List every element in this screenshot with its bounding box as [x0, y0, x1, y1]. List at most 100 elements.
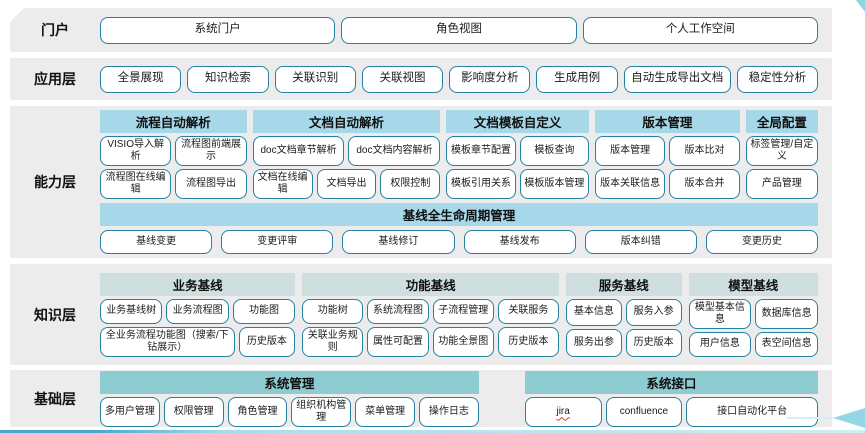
module-button[interactable]: 权限控制 [380, 169, 441, 199]
module-button[interactable]: 角色视图 [341, 16, 577, 44]
module-button[interactable]: 模型基本信息 [688, 298, 752, 329]
knowledge-groups: 业务基线业务基线树业务流程图功能图全业务流程功能图（搜索/下钻展示）历史版本功能… [100, 272, 818, 357]
module-button[interactable]: 基线变更 [100, 230, 213, 254]
layer-label-application: 应用层 [34, 71, 76, 87]
application-items: 全景展现知识检索关联识别关联视图影响度分析生成用例自动生成导出文档稳定性分析 [100, 61, 832, 98]
module-button[interactable]: 流程图导出 [175, 169, 247, 199]
module-button[interactable]: 菜单管理 [355, 396, 415, 427]
module-button[interactable]: 关联业务规则 [302, 326, 364, 357]
corner-cut-decoration [0, 6, 26, 32]
group-row: 流程图在线编辑流程图导出 [100, 169, 247, 199]
layer-label-capability: 能力层 [34, 174, 76, 190]
module-button[interactable]: 产品管理 [745, 169, 818, 199]
module-button[interactable]: 知识检索 [187, 65, 269, 93]
module-group: 服务基线基本信息服务入参服务出参历史版本 [566, 272, 682, 357]
group-row: 产品管理 [745, 169, 818, 199]
group-header: 功能基线 [302, 272, 560, 296]
module-button[interactable]: 关联视图 [361, 65, 444, 93]
module-button[interactable]: 模板版本管理 [519, 169, 590, 199]
module-button[interactable]: 全业务流程功能图（搜索/下钻展示） [100, 326, 235, 357]
group-row: 版本关联信息版本合并 [595, 169, 740, 199]
module-button[interactable]: 组织机构管理 [291, 396, 352, 427]
group-row: 模型基本信息数据库信息 [688, 298, 818, 329]
module-button[interactable]: 版本管理 [595, 136, 666, 166]
module-button[interactable]: 功能图 [232, 298, 296, 324]
module-button[interactable]: 角色管理 [227, 396, 288, 427]
module-button[interactable]: 模板查询 [519, 136, 590, 166]
module-button[interactable]: 服务入参 [625, 298, 682, 326]
group-header: 业务基线 [100, 272, 296, 296]
arrow-line-decoration [787, 417, 833, 419]
module-button[interactable]: 操作日志 [418, 396, 479, 427]
module-button[interactable]: doc文档章节解析 [252, 136, 345, 166]
module-button[interactable]: 流程图在线编辑 [100, 169, 172, 199]
module-button[interactable]: 稳定性分析 [736, 65, 819, 93]
module-button[interactable]: VISIO导入解析 [100, 136, 172, 166]
module-button[interactable]: 流程图前端展示 [175, 136, 247, 166]
group-header: 模型基线 [688, 272, 818, 296]
module-button[interactable]: 功能全景图 [432, 326, 494, 357]
module-button[interactable]: 历史版本 [625, 329, 682, 357]
module-button[interactable]: 版本纠错 [584, 230, 697, 254]
top-right-accent-icon [856, 0, 865, 12]
module-button[interactable]: 文档导出 [316, 169, 377, 199]
module-button[interactable]: 用户信息 [688, 331, 752, 357]
module-button[interactable]: 基线发布 [463, 230, 576, 254]
module-button[interactable]: 文档在线编辑 [252, 169, 313, 199]
module-button[interactable]: doc文档内容解析 [348, 136, 441, 166]
module-button[interactable]: 标签管理/自定义 [745, 136, 818, 166]
module-button[interactable]: 子流程管理 [432, 298, 494, 324]
module-button[interactable]: 基线修订 [342, 230, 455, 254]
group-row: 关联业务规则属性可配置功能全景图历史版本 [302, 326, 560, 357]
module-group: 模型基线模型基本信息数据库信息用户信息表空间信息 [688, 272, 818, 357]
band-application: 应用层 全景展现知识检索关联识别关联视图影响度分析生成用例自动生成导出文档稳定性… [10, 58, 832, 100]
module-button[interactable]: 版本关联信息 [595, 169, 666, 199]
bottom-accent-bar [0, 430, 865, 433]
module-button[interactable]: 历史版本 [238, 326, 296, 357]
module-button[interactable]: confluence [605, 396, 683, 427]
module-button[interactable]: 全景展现 [100, 65, 182, 93]
module-group: 版本管理版本管理版本比对版本关联信息版本合并 [595, 110, 740, 199]
module-button[interactable]: 多用户管理 [100, 396, 160, 427]
module-button[interactable]: 数据库信息 [755, 298, 818, 329]
module-button[interactable]: 个人工作空间 [582, 16, 818, 44]
module-button[interactable]: 模板章节配置 [446, 136, 516, 166]
module-button[interactable]: 权限管理 [163, 396, 224, 427]
module-button[interactable]: 版本比对 [669, 136, 740, 166]
module-button[interactable]: 关联识别 [274, 65, 356, 93]
group-row: 版本管理版本比对 [595, 136, 740, 166]
module-button[interactable]: 业务基线树 [100, 298, 163, 324]
module-button[interactable]: 基本信息 [566, 298, 622, 326]
group-header: 系统接口 [524, 370, 818, 394]
module-button[interactable]: jira [524, 396, 602, 427]
module-button[interactable]: 属性可配置 [367, 326, 429, 357]
module-button[interactable]: 关联服务 [497, 298, 560, 324]
layer-label-portal: 门户 [41, 22, 69, 38]
left-arrow-icon [833, 408, 865, 428]
module-button[interactable]: 业务流程图 [166, 298, 229, 324]
module-button[interactable]: 接口自动化平台 [686, 396, 818, 427]
module-button[interactable]: 系统流程图 [367, 298, 429, 324]
module-group: 业务基线业务基线树业务流程图功能图全业务流程功能图（搜索/下钻展示）历史版本 [100, 272, 296, 357]
module-button[interactable]: 版本合并 [669, 169, 740, 199]
module-button[interactable]: 生成用例 [536, 65, 618, 93]
module-button[interactable]: 功能树 [302, 298, 364, 324]
module-button[interactable]: 自动生成导出文档 [623, 65, 731, 93]
module-button[interactable]: 模板引用关系 [446, 169, 516, 199]
module-button[interactable]: 表空间信息 [755, 331, 818, 357]
group-row: 模板章节配置模板查询 [446, 136, 590, 166]
module-button[interactable]: 变更历史 [705, 230, 819, 254]
group-header: 文档模板自定义 [446, 110, 589, 133]
module-button[interactable]: 变更评审 [221, 230, 334, 254]
module-button[interactable]: 服务出参 [566, 329, 622, 357]
module-button[interactable]: 系统门户 [100, 16, 336, 44]
module-button[interactable]: 历史版本 [497, 326, 560, 357]
module-button[interactable]: 影响度分析 [449, 65, 531, 93]
